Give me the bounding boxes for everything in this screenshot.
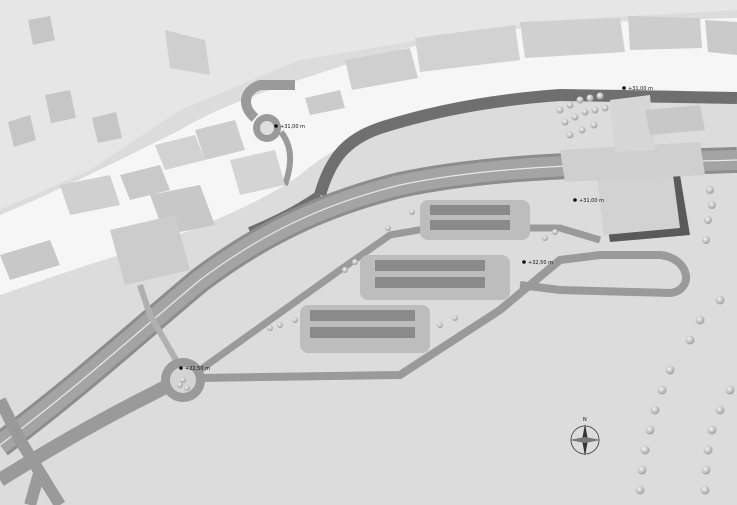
riverside-buildings [345, 16, 737, 90]
elevation-marker-roundabout-north: +31,00 m [274, 124, 305, 130]
parking-upper-road [197, 224, 602, 373]
parking-loop-road [197, 251, 690, 382]
compass-rose: N [569, 417, 601, 456]
north-crescent-road [241, 80, 295, 122]
elevation-label: +31,00 m [280, 124, 305, 130]
town-buildings [0, 16, 345, 285]
parking-lot-1 [420, 200, 530, 240]
parking-lot-3 [300, 305, 430, 353]
river-channel [314, 88, 737, 197]
elevation-marker-hotel-upper: +31,00 m [622, 86, 653, 92]
elevation-label: +31,00 m [579, 198, 604, 204]
elevation-marker-parking-center: +32,50 m [522, 260, 553, 266]
parking-lot-2 [360, 255, 510, 300]
elevation-label: +22,50 m [185, 366, 210, 372]
highway-median [0, 159, 737, 446]
compass-north-letter: N [583, 417, 587, 423]
hotel-complex [560, 95, 705, 242]
lower-left-road-2 [0, 397, 66, 505]
elevation-marker-roundabout-south: +22,50 m [179, 366, 210, 372]
lower-left-road [0, 375, 179, 486]
elevation-label: +32,50 m [528, 260, 553, 266]
tree-clusters [177, 92, 735, 495]
connector-road [137, 284, 186, 374]
roundabout-north [253, 114, 281, 142]
elevation-label: +31,00 m [628, 86, 653, 92]
elevation-marker-hotel-entrance: +31,00 m [573, 198, 604, 204]
north-access-road [278, 130, 294, 186]
